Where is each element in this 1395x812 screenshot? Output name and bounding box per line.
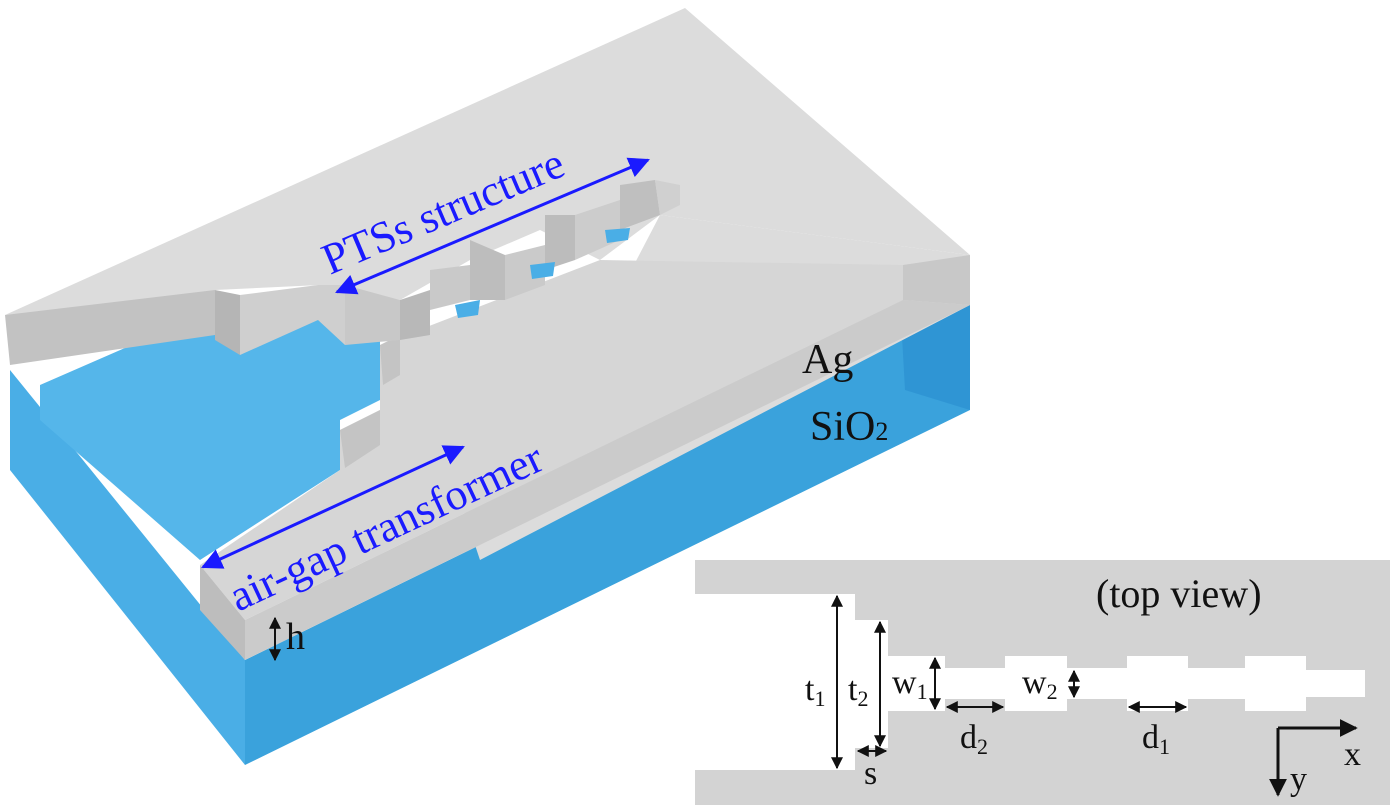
thickness-h-marker: h [269,616,305,662]
t2-label: t2 [848,671,868,711]
d1-label: d1 [1142,719,1170,759]
ag-waveguide-side [245,300,970,660]
ag-right-edge [903,255,970,305]
w1-label: w1 [892,664,928,704]
pts-tooth-4 [470,240,505,300]
sio2-label: SiO2 [810,404,888,450]
pts-tooth-6 [545,215,575,270]
ag-upper-front-left [5,290,215,365]
pts-tooth-1 [318,285,345,345]
y-axis-label: y [1290,761,1307,798]
d2-label: d2 [960,719,988,759]
top-view-title: (top view) [1096,571,1262,616]
pts-tooth-9 [655,180,680,215]
t1-label: t1 [805,671,825,711]
pts-gap-peek-1 [455,300,480,318]
top-view-panel: (top view) t1 t2 w1 w2 d2 d1 [695,560,1390,805]
ag-label: Ag [802,337,853,383]
ag-waveguide-front [200,565,245,660]
ag-step-1 [215,290,240,355]
pts-arrow [335,157,650,295]
pts-gap-peek-3 [605,228,630,243]
top-view-slot [695,594,1365,770]
sio2-right-face [245,305,970,765]
airgap-arrow [201,445,465,569]
pts-tooth-8 [620,180,660,230]
x-axis-label: x [1344,736,1361,773]
sio2-front-face [10,370,245,765]
ag-step-2 [240,285,318,355]
pts-tooth-1-face [345,285,400,345]
w2-label: w2 [1022,664,1058,704]
ag-inner-step-2 [380,335,400,385]
h-label: h [286,616,305,658]
s-label: s [864,755,877,792]
pts-tooth-2 [400,290,430,340]
